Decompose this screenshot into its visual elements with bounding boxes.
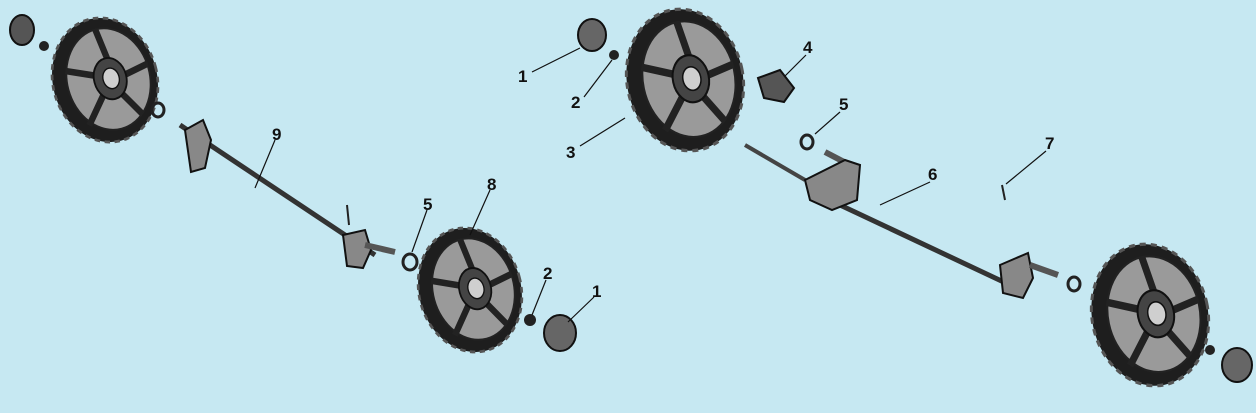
nut xyxy=(39,41,49,51)
wheel xyxy=(1078,233,1221,397)
callout-6: 6 xyxy=(879,165,937,206)
hub-cap xyxy=(577,18,607,52)
callout-4: 4 xyxy=(784,38,813,77)
axle xyxy=(838,202,1012,288)
callout-5: 5 xyxy=(814,95,848,135)
svg-text:2: 2 xyxy=(543,264,552,283)
svg-text:8: 8 xyxy=(487,175,496,194)
svg-text:9: 9 xyxy=(272,125,281,144)
wheel xyxy=(38,6,171,154)
left-assembly: 9 8 5 2 1 xyxy=(9,6,601,364)
svg-text:2: 2 xyxy=(571,93,580,112)
callout-8: 8 xyxy=(469,175,496,236)
washer xyxy=(401,252,419,272)
callout-7: 7 xyxy=(1005,134,1054,185)
hub-cap xyxy=(1221,347,1253,383)
svg-text:3: 3 xyxy=(566,143,575,162)
svg-text:5: 5 xyxy=(839,95,848,114)
svg-text:6: 6 xyxy=(928,165,937,184)
wheel xyxy=(404,216,535,364)
washer xyxy=(799,133,815,151)
axle-bracket xyxy=(998,251,1035,300)
washer xyxy=(150,101,166,119)
axle xyxy=(178,122,377,258)
svg-text:4: 4 xyxy=(803,38,813,57)
callout-1: 1 xyxy=(567,282,601,323)
axle-bracket xyxy=(803,158,862,212)
nut xyxy=(524,314,536,326)
svg-text:7: 7 xyxy=(1045,134,1054,153)
callout-5: 5 xyxy=(411,195,432,253)
callout-9: 9 xyxy=(254,125,281,189)
axle-bracket xyxy=(183,118,213,174)
hub-cap xyxy=(543,314,577,352)
svg-text:1: 1 xyxy=(592,282,601,301)
nut xyxy=(1205,345,1215,355)
svg-text:5: 5 xyxy=(423,195,432,214)
callout-1: 1 xyxy=(518,47,581,86)
pin xyxy=(1001,184,1006,201)
callout-2: 2 xyxy=(531,264,552,316)
washer xyxy=(1066,275,1082,293)
wheel xyxy=(613,0,756,162)
hub-cap xyxy=(9,14,35,46)
bushing xyxy=(756,68,796,104)
callout-3: 3 xyxy=(566,117,626,162)
nut xyxy=(609,50,619,60)
axle-bracket xyxy=(341,228,373,270)
right-assembly: 1 2 3 4 5 6 7 xyxy=(518,0,1253,397)
pin xyxy=(346,204,350,226)
callout-2: 2 xyxy=(571,59,613,112)
svg-text:1: 1 xyxy=(518,67,527,86)
